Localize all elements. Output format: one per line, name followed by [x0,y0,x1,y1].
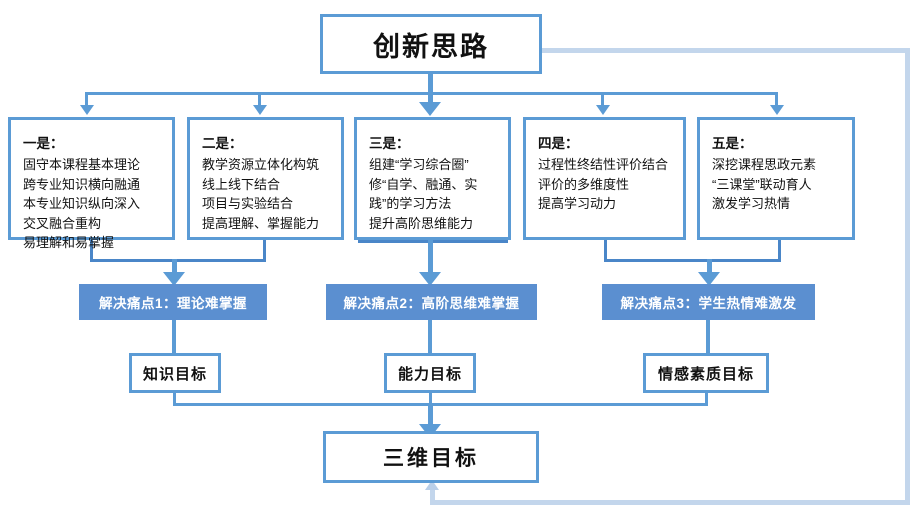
merge-stem-card-2 [263,240,266,262]
pain-point-label-1: 解决痛点1：理论难掌握 [98,296,247,311]
idea-card-2: 二是： 教学资源立体化构筑 线上线下结合 项目与实验结合 提高理解、掌握能力 [187,117,344,240]
idea-card-3-line-3: 践”的学习方法 [369,196,452,211]
arrowhead-card-1 [80,105,94,115]
merge-drop-pain-1 [172,259,177,278]
idea-card-1-heading: 一是： [23,136,64,151]
goal-box-2: 能力目标 [384,353,476,393]
idea-card-3-line-4: 提升高阶思维能力 [369,215,474,231]
idea-card-3: 三是： 组建“学习综合圈” 修“自学、融通、实 践”的学习方法 提升高阶思维能力 [354,117,511,240]
goal-label-3: 情感素质目标 [657,365,754,383]
idea-card-5-line-1: 深挖课程思政元素 [712,157,817,172]
arrowhead-pain-2 [419,272,441,286]
feedback-loop-arrowhead [425,480,439,490]
arrowhead-card-2 [253,105,267,115]
feedback-loop-riser-segment [430,489,435,505]
final-merge-stem-goal-3 [705,393,708,406]
idea-card-4-line-1: 过程性终结性评价结合 [538,157,669,172]
page-title: 创新思路 [373,31,489,62]
merge-stem-card-4 [604,240,607,262]
pain-point-label-2: 解决痛点2：高阶思维难掌握 [343,296,520,311]
arrowhead-card-3 [419,102,441,116]
merge-drop-pain-3 [707,259,712,278]
idea-card-1: 一是： 固守本课程基本理论 跨专业知识横向融通 本专业知识纵向深入 交叉融合重构… [8,117,175,250]
final-merge-bar [173,403,708,406]
idea-card-3-line-2: 修“自学、融通、实 [369,176,478,192]
idea-card-4: 四是： 过程性终结性评价结合 评价的多维度性 提高学习动力 [523,117,686,240]
merge-bar-pain-3 [604,259,781,262]
merge-drop-pain-2 [428,240,433,278]
goal-box-3: 情感素质目标 [643,353,769,393]
feedback-loop-right-segment [905,48,910,505]
goal-label-1: 知识目标 [142,365,207,383]
drop-line-card-2 [258,92,261,108]
connector-pain-1-to-goal-1 [172,320,176,353]
pain-point-bar-2: 解决痛点2：高阶思维难掌握 [326,284,537,320]
final-merge-stem-goal-1 [173,393,176,406]
merge-stem-card-5 [778,240,781,262]
arrowhead-card-4 [596,105,610,115]
idea-card-2-line-3: 项目与实验结合 [202,196,294,211]
merge-bar-pain-1 [90,259,266,262]
feedback-loop-bottom-segment [432,500,910,505]
drop-line-card-3 [428,74,433,108]
idea-card-2-line-4: 提高理解、掌握能力 [202,215,320,231]
final-goal-label: 三维目标 [383,447,479,470]
idea-card-1-line-1: 固守本课程基本理论 [23,157,141,172]
idea-card-2-line-1: 教学资源立体化构筑 [202,157,320,172]
pain-point-bar-3: 解决痛点3：学生热情难激发 [602,284,815,320]
title-box: 创新思路 [320,14,542,74]
drop-line-card-5 [775,92,778,108]
feedback-loop-top-segment [540,48,910,53]
final-goal-box: 三维目标 [323,431,539,483]
connector-pain-2-to-goal-2 [428,320,432,353]
goal-label-2: 能力目标 [397,365,462,383]
arrowhead-pain-3 [698,272,720,286]
idea-card-3-line-1: 组建“学习综合圈” [369,157,469,172]
pain-point-label-3: 解决痛点3：学生热情难激发 [620,296,797,311]
merge-stem-card-1 [90,240,93,262]
final-merge-drop [428,403,433,429]
idea-card-5: 五是： 深挖课程思政元素 “三课堂”联动育人 激发学习热情 [697,117,855,240]
connector-pain-3-to-goal-3 [706,320,710,353]
idea-card-4-line-3: 提高学习动力 [538,196,617,211]
idea-card-1-line-5: 易理解和易掌握 [23,235,115,250]
idea-card-4-heading: 四是： [538,136,579,151]
idea-card-4-line-2: 评价的多维度性 [538,176,630,192]
idea-card-3-heading: 三是： [369,136,410,151]
idea-card-5-line-3: 激发学习热情 [712,196,791,211]
pain-point-bar-1: 解决痛点1：理论难掌握 [79,284,267,320]
drop-line-card-4 [601,92,604,108]
idea-card-1-line-4: 交叉融合重构 [23,215,102,231]
goal-box-1: 知识目标 [129,353,221,393]
arrowhead-pain-1 [163,272,185,286]
drop-line-card-1 [85,92,88,108]
final-merge-stem-goal-2 [429,393,432,406]
idea-card-5-line-2: “三课堂”联动育人 [712,176,812,192]
idea-card-1-line-2: 跨专业知识横向融通 [23,176,141,192]
idea-card-2-line-2: 线上线下结合 [202,176,281,192]
idea-card-2-heading: 二是： [202,136,243,151]
merge-bar-pain-2 [358,240,508,243]
idea-card-5-heading: 五是： [712,136,753,151]
arrowhead-card-5 [770,105,784,115]
idea-card-1-line-3: 本专业知识纵向深入 [23,196,141,211]
